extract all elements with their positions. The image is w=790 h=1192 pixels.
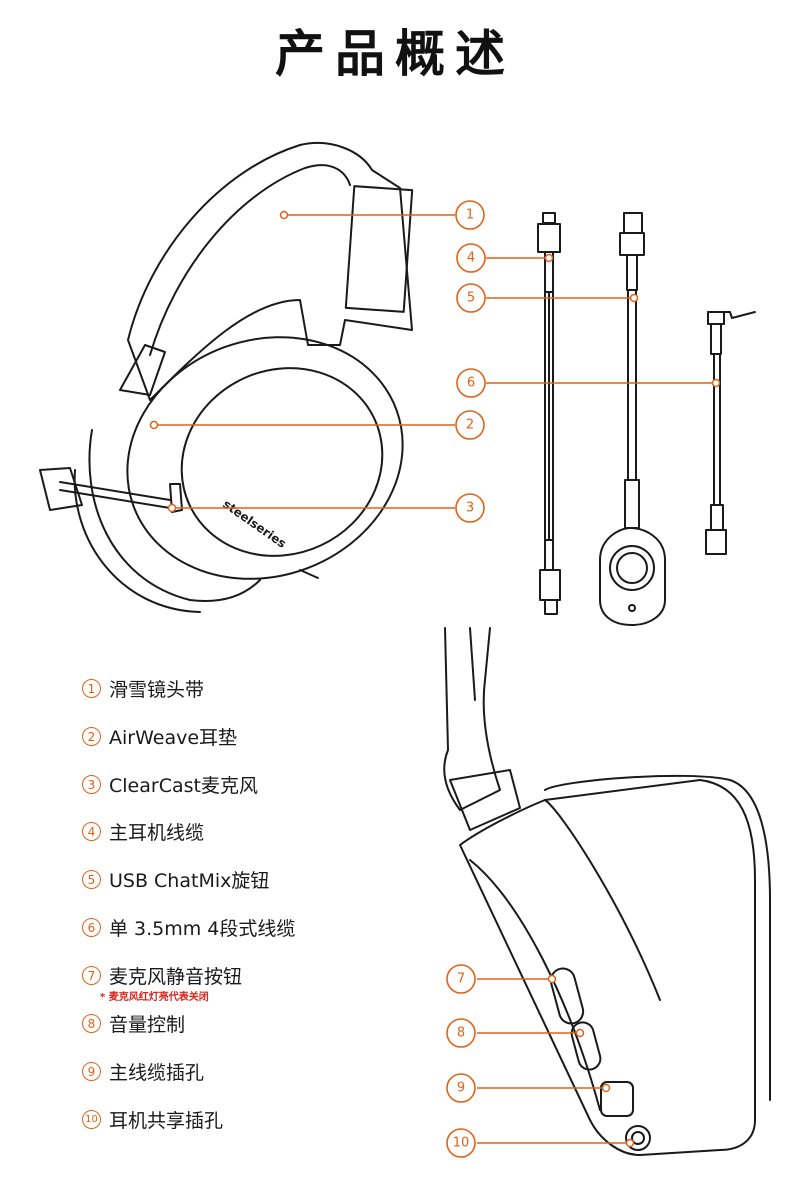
usb-chatmix-cable-drawing <box>599 212 666 626</box>
3-5mm-cable-drawing <box>705 311 756 555</box>
legend-number: 6 <box>82 918 101 937</box>
callout-6: 6 <box>467 376 475 391</box>
legend-label: 单 3.5mm 4段式线缆 <box>109 918 296 940</box>
legend-label: 滑雪镜头带 <box>109 679 205 701</box>
legend-item: 9 主线缆插孔 <box>82 1058 204 1085</box>
legend-number: 8 <box>82 1014 101 1033</box>
legend-item: 2 AirWeave耳垫 <box>82 723 237 750</box>
legend-number: 3 <box>82 775 101 794</box>
headset-main-drawing <box>39 141 414 613</box>
legend-item: 5 USB ChatMix旋钮 <box>82 866 269 893</box>
legend-label: 主线缆插孔 <box>109 1062 205 1084</box>
legend-label: ClearCast麦克风 <box>109 775 258 797</box>
legend-item: 6 单 3.5mm 4段式线缆 <box>82 914 295 941</box>
legend-label: 耳机共享插孔 <box>109 1110 224 1132</box>
legend-item: 10 耳机共享插孔 <box>82 1106 223 1133</box>
legend-item: 4 主耳机线缆 <box>82 818 204 845</box>
legend-item: 3 ClearCast麦克风 <box>82 771 258 798</box>
main-headset-cable-drawing <box>537 212 561 615</box>
callout-7: 7 <box>457 972 465 987</box>
legend-label: 主耳机线缆 <box>109 822 205 844</box>
legend-number: 2 <box>82 727 101 746</box>
callout-8: 8 <box>457 1026 465 1041</box>
legend-label: 音量控制 <box>109 1014 186 1036</box>
legend-item: 7 麦克风静音按钮 <box>82 962 242 989</box>
callout-5: 5 <box>467 291 475 306</box>
legend-number: 9 <box>82 1062 101 1081</box>
legend-item: 1 滑雪镜头带 <box>82 675 204 702</box>
callout-2: 2 <box>466 418 474 433</box>
legend-label: AirWeave耳垫 <box>109 727 238 749</box>
legend-number: 10 <box>82 1110 101 1129</box>
legend-number: 7 <box>82 966 101 985</box>
legend-label: USB ChatMix旋钮 <box>109 870 270 892</box>
legend-number: 5 <box>82 870 101 889</box>
callout-3: 3 <box>466 501 474 516</box>
legend-label: 麦克风静音按钮 <box>109 966 243 988</box>
brand-text: steelseries <box>220 497 289 551</box>
earcup-side-drawing <box>443 627 771 1156</box>
page-title: 产品概述 <box>275 25 515 83</box>
legend-item: 8 音量控制 <box>82 1010 185 1037</box>
legend-number: 4 <box>82 822 101 841</box>
mute-note: * 麦克风红灯亮代表关闭 <box>100 992 209 1003</box>
callout-1: 1 <box>466 208 474 223</box>
callout-9: 9 <box>457 1081 465 1096</box>
legend-number: 1 <box>82 679 101 698</box>
callout-10: 10 <box>453 1136 470 1151</box>
callout-4: 4 <box>467 251 475 266</box>
